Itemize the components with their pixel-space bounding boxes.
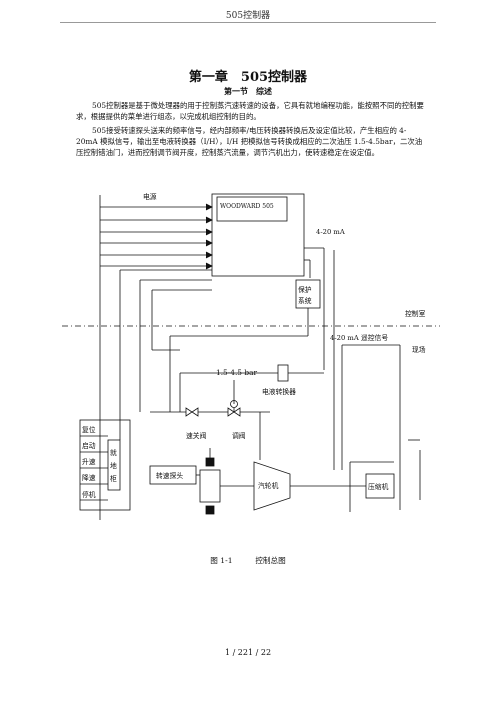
transducer-label: 电液转换器 <box>262 388 296 396</box>
controller-label: WOODWARD 505 <box>220 203 274 210</box>
local-cabinet <box>79 419 131 511</box>
header-rule <box>60 22 436 23</box>
compressor-box <box>365 473 395 499</box>
controller-box <box>211 193 305 277</box>
turbine-shape <box>253 461 291 511</box>
control-valve-icon <box>227 407 235 417</box>
trip-valve-label: 速关阀 <box>186 432 207 440</box>
protection-label-2: 系统 <box>298 297 312 305</box>
local-box-char-3: 柜 <box>110 475 117 483</box>
local-box-char-2: 地 <box>110 462 117 470</box>
button-start: 启动 <box>82 442 96 450</box>
button-speed-up: 升速 <box>82 458 96 466</box>
button-speed-down: 降速 <box>82 474 96 482</box>
page-footer: 1 / 221 / 22 <box>224 648 272 657</box>
gauge-icon <box>230 400 238 408</box>
paragraph-2: 505接受转速探头送来的频率信号，经内部频率/电压转换器转换后及设定值比较，产生… <box>76 126 423 158</box>
control-room-label: 控制室 <box>405 310 426 318</box>
signal-4-20-label: 4-20 mA <box>316 228 345 236</box>
trip-valve-icon <box>185 407 193 417</box>
power-label: 电源 <box>143 193 157 201</box>
section-title: 第一节 综述 <box>224 86 272 96</box>
compressor-label: 压缩机 <box>368 483 389 491</box>
transducer-box <box>277 364 289 382</box>
speed-probe-label: 转速探头 <box>156 472 184 480</box>
remote-signal-label: 4-20 mA 遥控信号 <box>330 334 389 342</box>
figure-caption: 图 1-1 控制总图 <box>210 556 286 565</box>
shaft-box <box>199 469 221 503</box>
local-box-char-1: 就 <box>110 449 117 457</box>
paragraph-1: 505控制器是基于微处理器的用于控制蒸汽速转速的设备，它具有就地编程功能，能按照… <box>76 101 424 122</box>
field-label: 现场 <box>412 346 426 354</box>
chapter-title: 第一章 505控制器 <box>188 70 308 85</box>
local-inner-box <box>107 439 121 491</box>
protection-label-1: 保护 <box>298 286 312 294</box>
pressure-label: 1.5-4.5 bar <box>216 368 258 377</box>
button-stop: 停机 <box>82 491 96 499</box>
button-reset: 复位 <box>82 426 96 434</box>
page-header: 505控制器 <box>225 11 271 21</box>
controller-inner-box <box>216 196 288 222</box>
control-valve-label: 调阀 <box>232 432 246 440</box>
turbine-label: 汽轮机 <box>258 482 279 490</box>
